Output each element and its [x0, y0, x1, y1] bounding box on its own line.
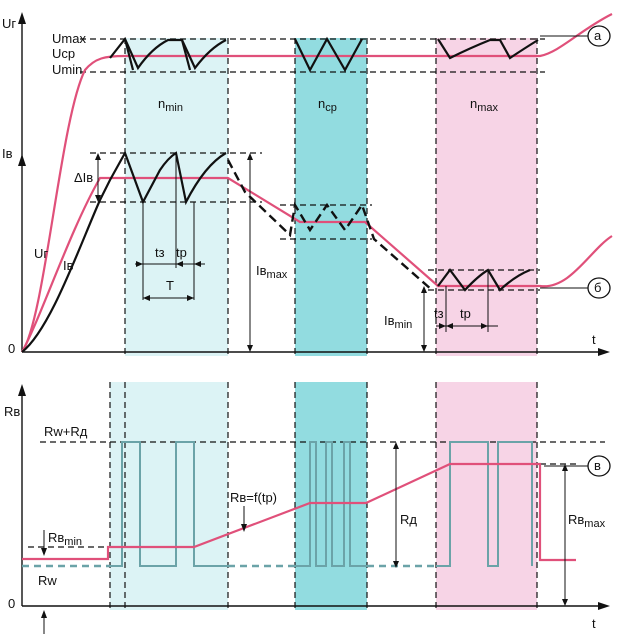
top-labels: Uг Umax Uср Umin Iв ΔIв Uг Iв nmin nср n…	[2, 16, 596, 356]
bands	[110, 38, 537, 610]
field-current-dashed	[226, 159, 433, 291]
top-dimensions	[95, 153, 498, 352]
label-tp-a: tр	[176, 245, 187, 260]
label-curve-iv: Iв	[63, 258, 74, 273]
label-t-axis-bottom: t	[592, 616, 596, 631]
label-iv-min: Iвmin	[384, 313, 412, 331]
bottom-axes	[18, 384, 610, 610]
label-ug-axis: Uг	[2, 16, 16, 31]
top-axes	[18, 12, 610, 356]
label-rv-func: Rв=f(tр)	[230, 490, 277, 505]
bottom-labels: Rв Rw+Rд Rвmin Rw Rв=f(tр) Rд Rвmax 0 t	[4, 404, 606, 631]
label-n-min: nmin	[158, 96, 183, 114]
generator-voltage-curve	[21, 13, 613, 353]
label-iv-axis: Iв	[2, 146, 13, 161]
voltage-ripple	[109, 36, 539, 73]
label-ucp: Uср	[52, 46, 75, 61]
svg-text:в: в	[594, 458, 601, 473]
label-umax: Umax	[52, 31, 86, 46]
bottom-dimensions	[41, 442, 568, 634]
band-n-max-top	[436, 38, 537, 356]
label-t3-a: tз	[155, 245, 165, 260]
resistance-mean-curve	[22, 462, 576, 562]
resistance-square-wave	[110, 441, 533, 567]
label-period: T	[166, 278, 174, 293]
marker-b	[587, 277, 611, 299]
band-n-max-bottom	[436, 382, 537, 610]
label-rd: Rд	[400, 512, 417, 527]
label-rw-rd: Rw+Rд	[44, 424, 88, 439]
label-t3-b: tз	[434, 306, 444, 321]
label-rv-max: Rвmax	[568, 512, 606, 530]
field-current-curve	[21, 176, 613, 353]
svg-text:а: а	[594, 28, 602, 43]
label-tp-b: tр	[460, 306, 471, 321]
marker-a	[587, 25, 611, 47]
bottom-markers: в	[544, 455, 611, 477]
top-markers: а б	[540, 25, 611, 299]
label-origin-top: 0	[8, 341, 15, 356]
field-current-actual	[21, 150, 227, 353]
band-n-cp-top	[295, 38, 367, 356]
label-rv-axis: Rв	[4, 404, 20, 419]
label-t-axis-top: t	[592, 332, 596, 347]
label-n-max: nmax	[470, 96, 499, 114]
label-n-cp: nср	[318, 96, 337, 114]
label-curve-ug: Uг	[34, 246, 48, 261]
label-rv-min: Rвmin	[48, 530, 82, 548]
voltage-ripple-lower	[123, 38, 192, 71]
label-iv-max: Iвmax	[256, 263, 288, 281]
marker-c	[587, 455, 611, 477]
label-delta-iv: ΔIв	[74, 170, 93, 185]
band-n-min-bottom	[110, 382, 228, 610]
svg-text:б: б	[594, 280, 601, 295]
label-rw: Rw	[38, 573, 57, 588]
label-origin-bottom: 0	[8, 596, 15, 611]
label-umin: Umin	[52, 62, 82, 77]
